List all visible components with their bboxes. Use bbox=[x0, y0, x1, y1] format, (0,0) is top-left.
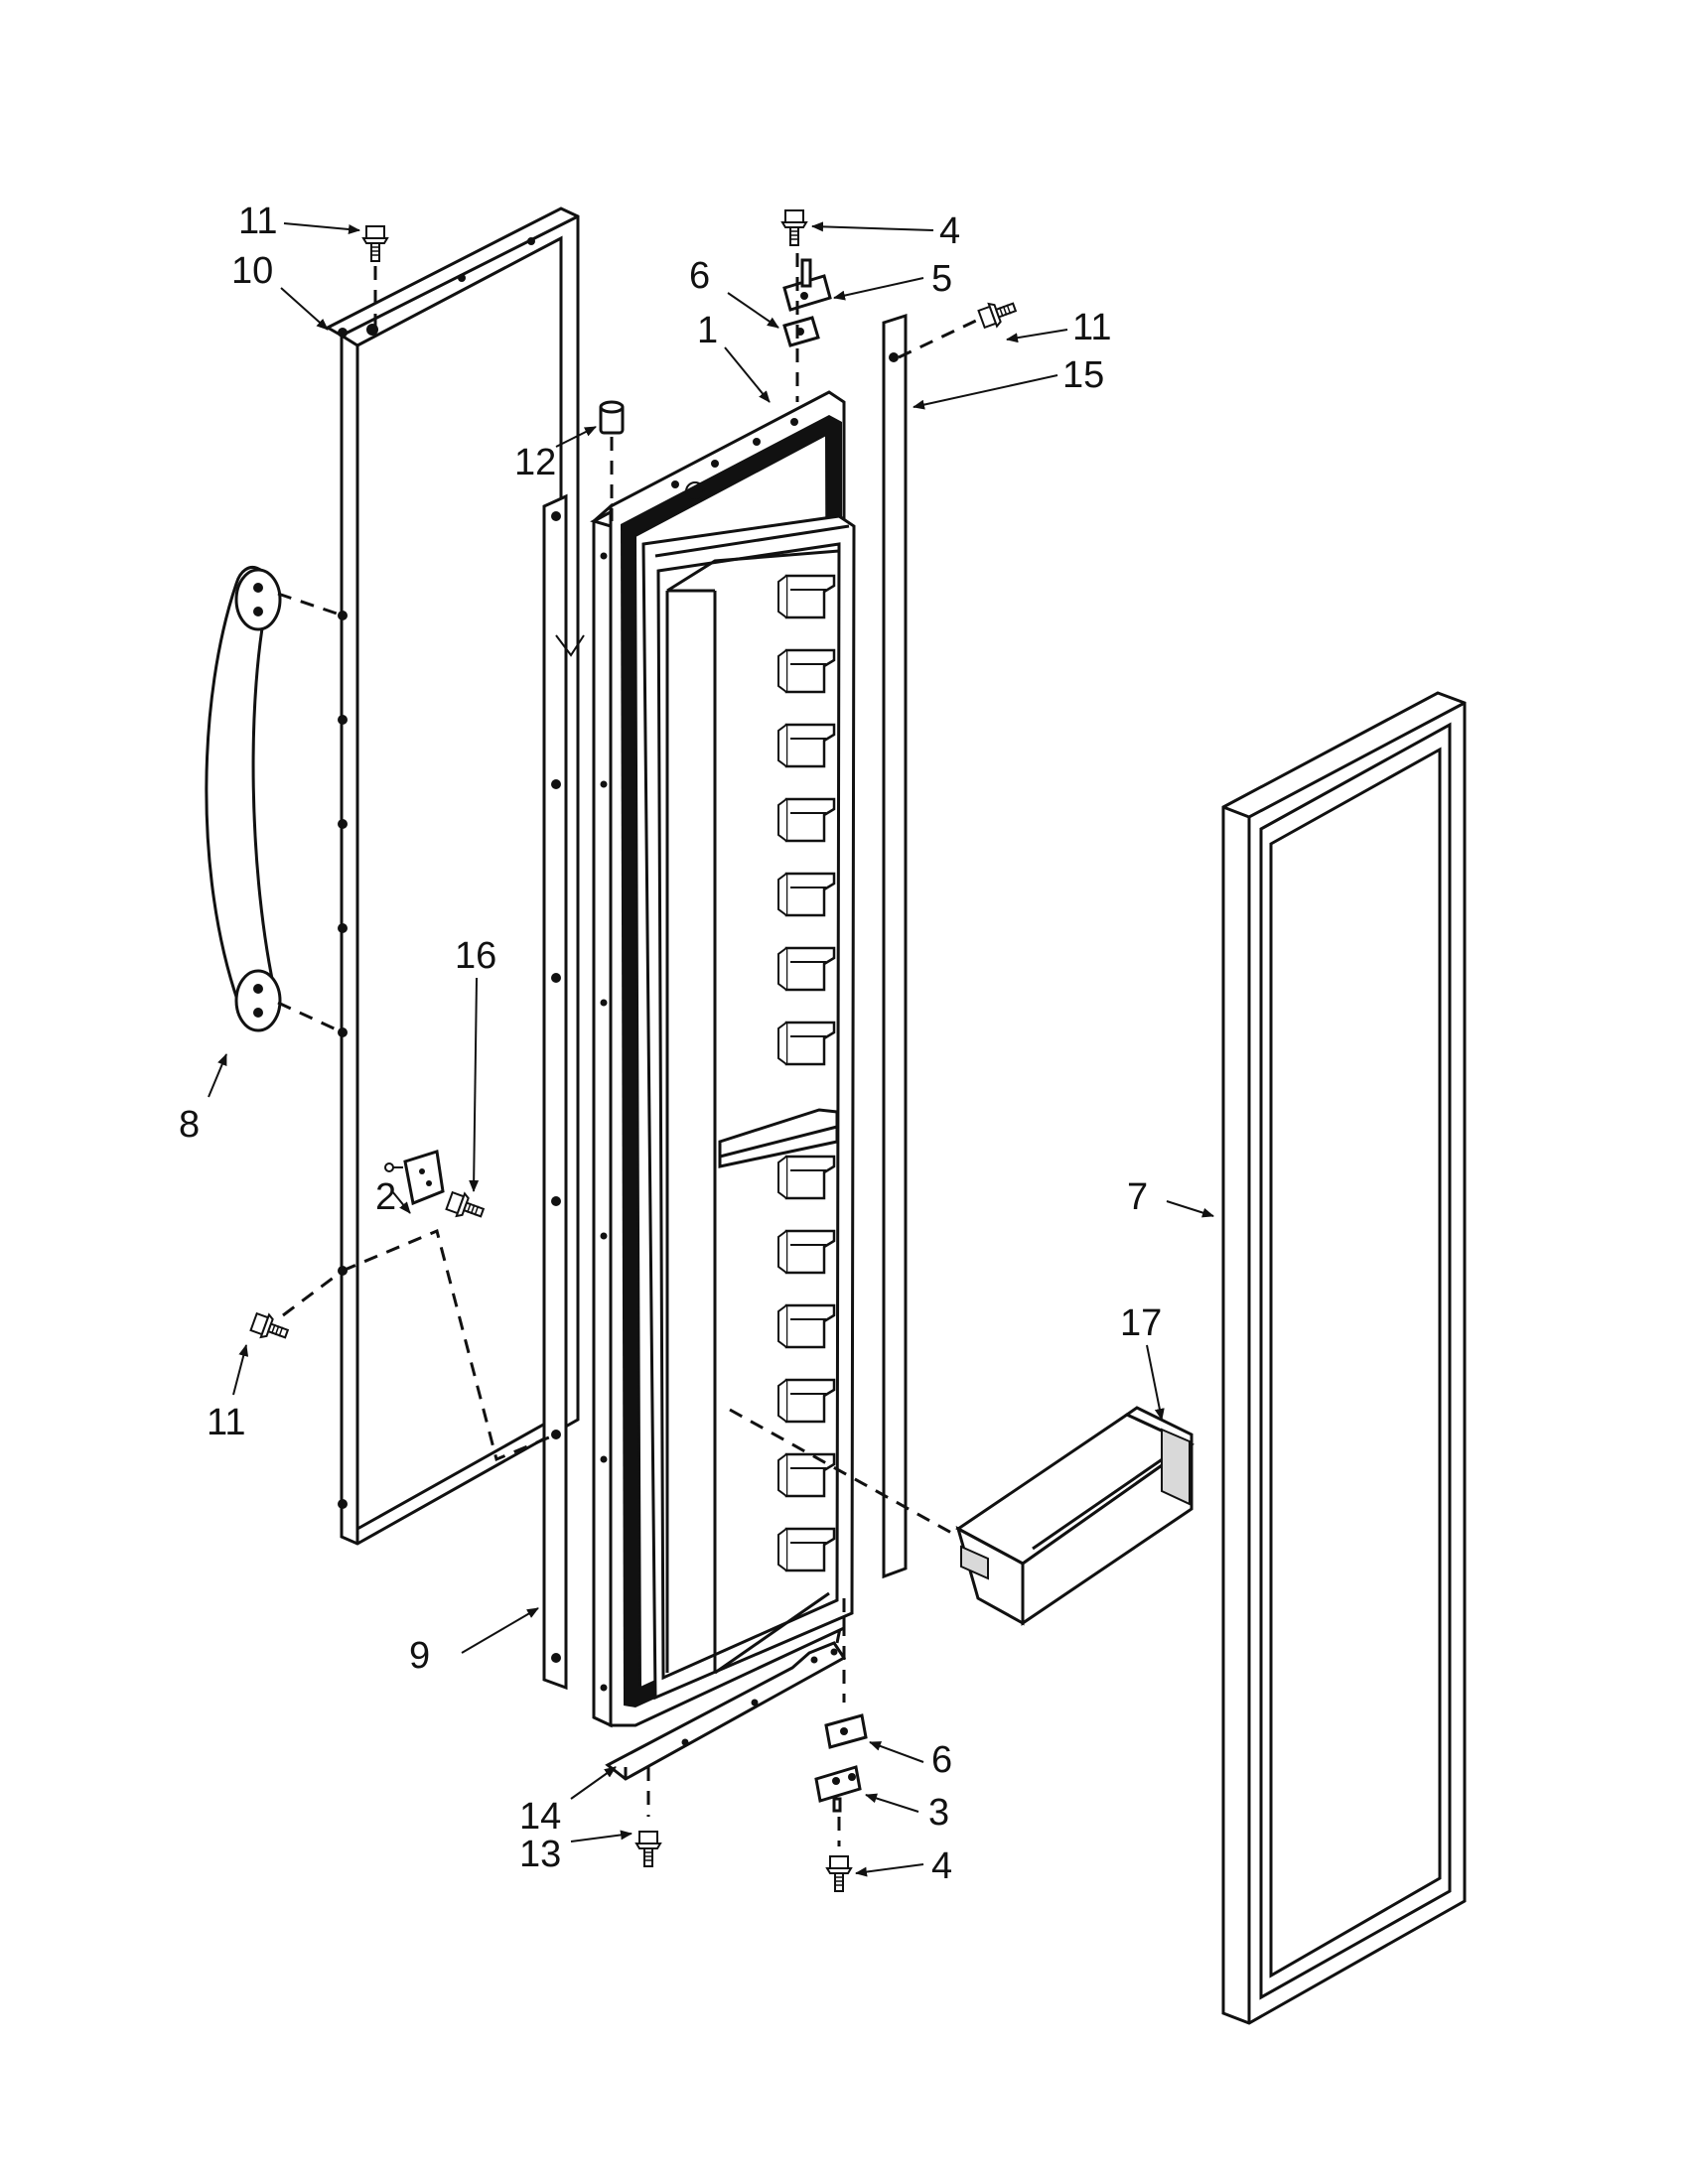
callout-6-top: 6 bbox=[689, 255, 710, 297]
door-liner-part-1 bbox=[590, 390, 856, 1728]
bottom-hinge-assembly bbox=[814, 1598, 868, 1892]
callout-11-top-left: 11 bbox=[238, 201, 277, 242]
callout-15: 15 bbox=[1062, 354, 1104, 396]
top-hinge-assembly bbox=[781, 209, 832, 402]
callout-3: 3 bbox=[928, 1792, 949, 1834]
screw-part-11-top-left bbox=[362, 225, 388, 262]
handle-part-8 bbox=[205, 566, 344, 1034]
callout-labels: 11 10 4 6 5 11 1 15 12 16 8 2 7 17 11 9 … bbox=[179, 201, 1162, 1887]
callout-14: 14 bbox=[519, 1796, 561, 1838]
strip-part-9 bbox=[542, 493, 585, 1691]
callout-11-top-right: 11 bbox=[1072, 307, 1111, 348]
callout-12: 12 bbox=[514, 442, 556, 483]
outer-frame-part-10 bbox=[324, 206, 580, 1546]
door-panel-part-7 bbox=[1221, 691, 1467, 2025]
strip-part-15 bbox=[882, 313, 979, 1579]
leader-arrows bbox=[208, 221, 1214, 1877]
callout-16: 16 bbox=[455, 935, 496, 977]
handle-bracket-part-2 bbox=[384, 1150, 445, 1206]
screw-part-11-top-right bbox=[976, 295, 1020, 332]
callout-10: 10 bbox=[231, 250, 273, 292]
callout-4-bottom: 4 bbox=[931, 1845, 952, 1887]
callout-5: 5 bbox=[931, 258, 952, 300]
callout-8: 8 bbox=[179, 1104, 200, 1146]
callout-17: 17 bbox=[1120, 1302, 1162, 1344]
screw-part-13 bbox=[635, 1831, 661, 1867]
callout-11-left: 11 bbox=[207, 1402, 245, 1443]
callout-4-top: 4 bbox=[939, 210, 960, 252]
callout-9: 9 bbox=[409, 1635, 430, 1677]
assembly-line bbox=[282, 1269, 344, 1317]
door-bin-part-17 bbox=[729, 1406, 1195, 1626]
assembly-line bbox=[342, 1228, 557, 1462]
callout-13: 13 bbox=[519, 1834, 561, 1875]
callout-7: 7 bbox=[1127, 1176, 1148, 1218]
callout-1: 1 bbox=[697, 310, 718, 351]
bottom-plate-part-14 bbox=[605, 1627, 847, 1817]
callout-6-bottom: 6 bbox=[931, 1739, 952, 1781]
plug-part-12 bbox=[599, 400, 625, 521]
callout-2: 2 bbox=[375, 1176, 396, 1218]
